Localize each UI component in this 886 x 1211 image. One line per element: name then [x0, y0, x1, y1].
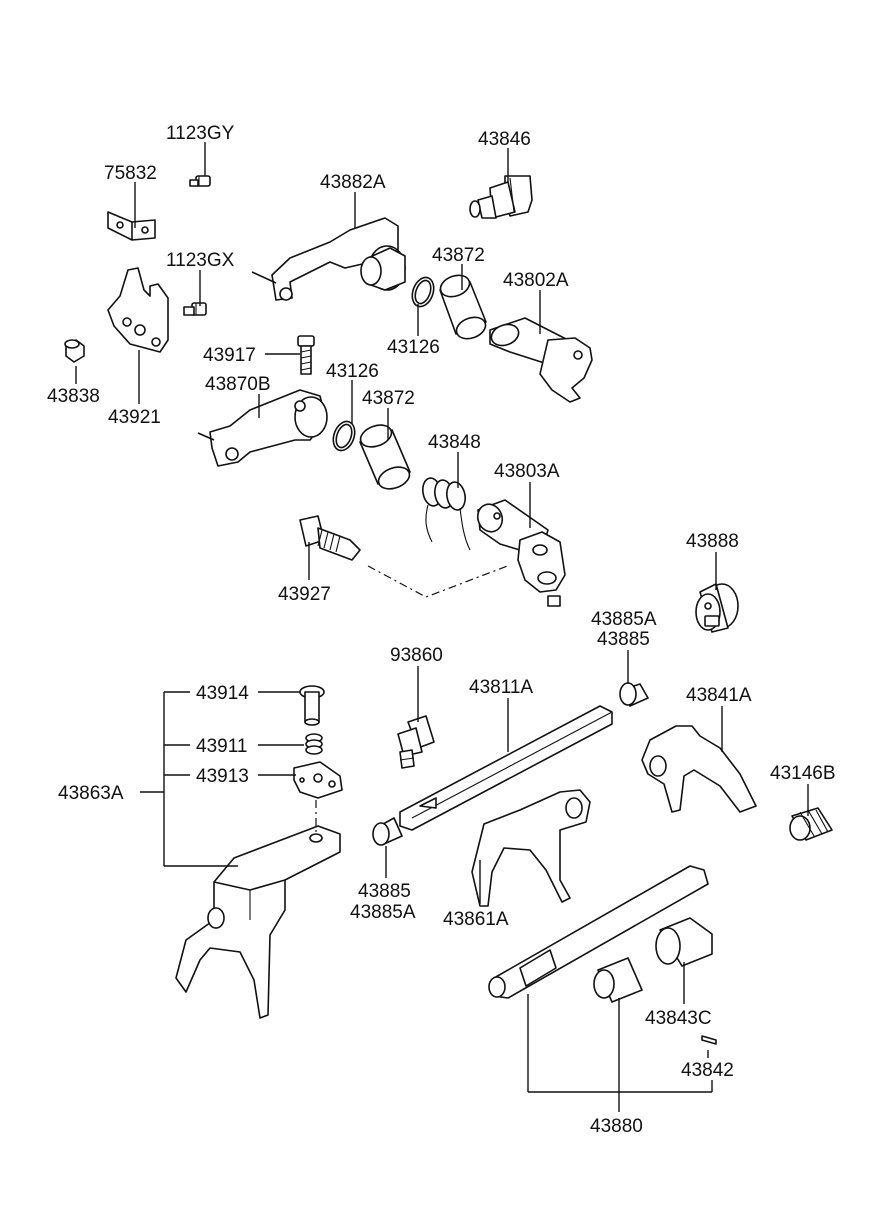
label-43863a: 43863A — [58, 783, 124, 804]
bolt-43917[interactable] — [297, 335, 315, 375]
label-43846: 43846 — [478, 129, 531, 150]
label-43126-mid: 43126 — [326, 361, 379, 382]
cap-43838[interactable] — [64, 339, 85, 363]
spring-43848[interactable] — [421, 477, 471, 551]
fork-43863a[interactable] — [175, 825, 341, 1019]
bushing-43872-top[interactable] — [437, 271, 488, 342]
label-43841a: 43841A — [686, 685, 752, 706]
bushing-43872-mid[interactable] — [358, 421, 413, 493]
bush-43885-bottom[interactable] — [372, 817, 403, 846]
collar-43888[interactable] — [695, 583, 739, 633]
label-43872-top: 43872 — [432, 245, 485, 266]
label-43872-mid: 43872 — [362, 388, 415, 409]
shaft-assembly-43880[interactable] — [488, 865, 709, 999]
label-43917: 43917 — [203, 345, 256, 366]
label-43838: 43838 — [47, 386, 100, 407]
label-43803a: 43803A — [494, 461, 560, 482]
label-43843c: 43843C — [645, 1008, 712, 1029]
plate-43921[interactable] — [107, 267, 169, 353]
label-43870b: 43870B — [205, 374, 271, 395]
bracket-75832[interactable] — [107, 211, 156, 241]
plug-43846[interactable] — [469, 175, 533, 219]
label-43802a: 43802A — [503, 270, 569, 291]
label-43914: 43914 — [196, 683, 249, 704]
spring-43911[interactable] — [305, 733, 323, 755]
label-43885a-top: 43885A — [591, 609, 657, 630]
stud-43927[interactable] — [299, 515, 361, 561]
bush-43885-top[interactable] — [619, 682, 649, 707]
ring-43126-top[interactable] — [408, 274, 437, 309]
lever-43882a[interactable] — [251, 217, 406, 301]
bearing-43146b[interactable] — [789, 807, 833, 841]
shaft-43802a[interactable] — [488, 317, 593, 403]
label-43885a-bottom: 43885A — [350, 902, 416, 923]
label-43146b: 43146B — [770, 763, 836, 784]
bolt-1123gx[interactable] — [183, 302, 207, 316]
fork-43841a[interactable] — [641, 725, 757, 813]
shaft-43803a[interactable] — [474, 499, 566, 607]
label-43888: 43888 — [686, 531, 739, 552]
label-43861a: 43861A — [443, 909, 509, 930]
label-43885-top: 43885 — [597, 629, 650, 650]
sleeve-43880[interactable] — [593, 957, 643, 1003]
label-43811a: 43811A — [469, 677, 533, 698]
label-43913: 43913 — [196, 766, 249, 787]
ring-43126-mid[interactable] — [329, 418, 358, 453]
label-43927: 43927 — [278, 584, 331, 605]
label-75832: 75832 — [104, 163, 157, 184]
label-43882a: 43882A — [320, 172, 386, 193]
bolt-1123gy[interactable] — [189, 175, 211, 187]
key-43842[interactable] — [701, 1035, 717, 1045]
label-43885-bottom: 43885 — [358, 881, 411, 902]
label-1123gx: 1123GX — [166, 250, 235, 271]
switch-93860[interactable] — [397, 715, 435, 769]
label-43921: 43921 — [108, 407, 161, 428]
leader-lines — [75, 142, 809, 1112]
collar-43843c[interactable] — [655, 917, 713, 967]
label-43126-top: 43126 — [387, 337, 440, 358]
pin-43914[interactable] — [299, 685, 325, 726]
label-93860: 93860 — [390, 645, 443, 666]
alignment-line-43927 — [367, 564, 511, 598]
label-43842: 43842 — [681, 1060, 734, 1081]
label-43911: 43911 — [196, 736, 247, 757]
lever-43870b[interactable] — [197, 389, 328, 467]
rail-43811a[interactable] — [399, 705, 613, 831]
fork-43861a[interactable] — [471, 789, 591, 907]
label-1123gy: 1123GY — [166, 123, 235, 144]
label-43848: 43848 — [428, 432, 481, 453]
plate-43913[interactable] — [293, 761, 343, 799]
label-43880: 43880 — [590, 1116, 643, 1137]
